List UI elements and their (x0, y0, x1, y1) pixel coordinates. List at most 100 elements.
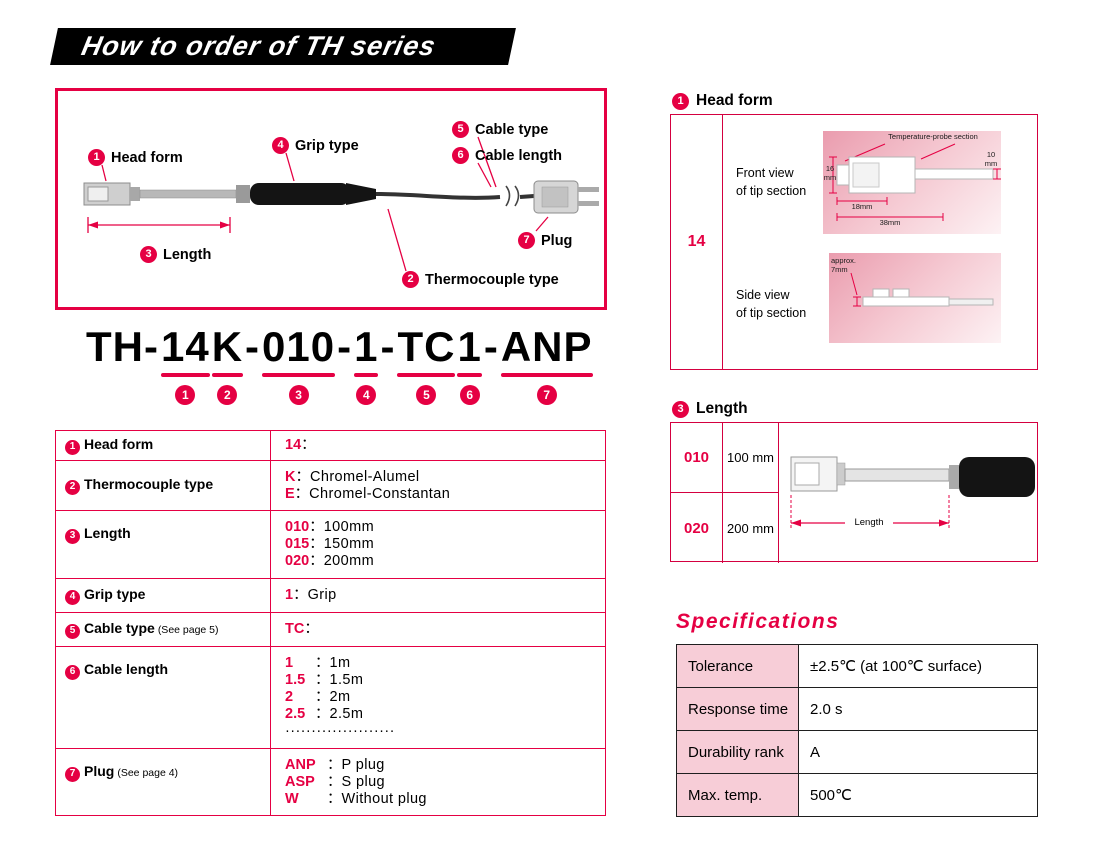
callout-number: 4 (272, 137, 289, 154)
code-text: 1 (457, 323, 482, 370)
code-number: 3 (288, 385, 309, 405)
value-line: 1：Grip (285, 587, 605, 604)
value-line: 010：100mm (285, 519, 605, 536)
value-separator: ： (309, 536, 324, 552)
spec-row: Response time 2.0 s (676, 687, 1038, 731)
length-drawing (790, 456, 1035, 529)
code-text: TC (397, 323, 456, 370)
value-code: 1 (285, 587, 294, 603)
head-form-code-cell: 14 (671, 115, 723, 369)
probe-illustration (83, 136, 599, 272)
value-desc: 150mm (323, 536, 375, 552)
front-view-drawing (829, 143, 1001, 221)
length-value: 100 mm (727, 450, 774, 465)
dim-38mm-label: 38mm (879, 218, 901, 227)
code-segment: TH- (86, 326, 159, 368)
code-text: TH- (86, 323, 159, 370)
spec-label: Tolerance (676, 644, 799, 688)
heading-number: 1 (672, 92, 689, 110)
head-form-code: 14 (687, 233, 706, 250)
value-desc: 1.5m (329, 672, 364, 688)
row-number: 3 (65, 528, 80, 544)
code-underline (457, 373, 482, 377)
row-label: Grip type (84, 586, 146, 603)
code-number: 2 (217, 385, 238, 405)
value-code: 1 (285, 655, 294, 671)
code-underline (211, 373, 244, 377)
code-segment: - (337, 326, 352, 368)
callout-label: Cable type (475, 121, 549, 138)
callout-number: 6 (452, 147, 469, 164)
head-form-content: Front view of tip section Side view of t… (723, 115, 1037, 369)
callout-number: 1 (88, 149, 105, 166)
code-text: - (483, 323, 499, 370)
length-code: 020 (683, 519, 710, 537)
value-code: W (285, 790, 299, 807)
value-code: TC (285, 621, 305, 637)
code-text: K (211, 323, 244, 370)
value-separator: ： (309, 519, 324, 535)
row-value-cell: ANP：P plug ASP：S plug W：Without plug (270, 748, 606, 816)
spec-label: Durability rank (676, 730, 799, 774)
length-value-cell: 200 mm (723, 493, 779, 563)
value-code: 2.5 (285, 706, 306, 722)
value-code: 020 (285, 553, 310, 569)
length-code-cell: 020 (671, 493, 723, 563)
callout-thermocouple-type: 2 Thermocouple type (402, 271, 559, 288)
code-segment: - (380, 326, 395, 368)
value-line: E：Chromel-Constantan (285, 486, 605, 503)
spec-label: Max. temp. (676, 773, 799, 817)
value-separator: ： (304, 621, 319, 637)
callout-number: 3 (140, 246, 157, 263)
value-line: 015：150mm (285, 536, 605, 553)
row-value-cell: TC： (270, 612, 606, 647)
probe-diagram-box: 1 Head form 4 Grip type 5 Cable type 6 C… (55, 88, 607, 310)
code-text: ANP (500, 323, 593, 370)
row-note: (See page 5) (157, 624, 219, 637)
value-separator: ： (294, 485, 310, 502)
heading-label: Length (696, 400, 748, 417)
callout-label: Grip type (295, 137, 359, 154)
row-number: 2 (65, 479, 80, 495)
page-title: How to order of TH series (78, 31, 439, 61)
code-text: 1 (354, 323, 379, 370)
value-line: 2：2m (285, 689, 605, 706)
row-value-cell: K：Chromel-Alumel E：Chromel-Constantan (270, 460, 606, 511)
value-desc: P plug (341, 756, 385, 773)
row-label: Thermocouple type (84, 476, 214, 493)
value-separator: ： (293, 587, 308, 603)
value-code: K (285, 468, 296, 485)
probe-section-label: Temperature-probe section (888, 132, 978, 141)
value-desc: Chromel-Constantan (309, 485, 451, 502)
value-line-ellipsis: ····················· (285, 723, 605, 740)
callout-label: Head form (111, 149, 183, 166)
code-text: 14 (160, 323, 210, 370)
spec-label: Response time (676, 687, 799, 731)
callout-length: 3 Length (140, 246, 211, 263)
value-desc: 100mm (323, 519, 375, 535)
row-note: (See page 4) (117, 767, 179, 779)
front-view-label: Front view of tip section (736, 166, 807, 198)
value-code: 2 (285, 689, 294, 705)
head-form-heading: 1 Head form (672, 92, 773, 110)
length-value: 200 mm (727, 520, 774, 536)
value-desc: ····················· (285, 723, 395, 739)
value-desc: Grip (307, 587, 337, 603)
callout-number: 5 (452, 121, 469, 138)
value-line: TC： (285, 621, 605, 638)
value-code: 015 (285, 536, 310, 552)
row-label: Cable length (84, 661, 169, 677)
length-code-cell: 010 (671, 423, 723, 493)
